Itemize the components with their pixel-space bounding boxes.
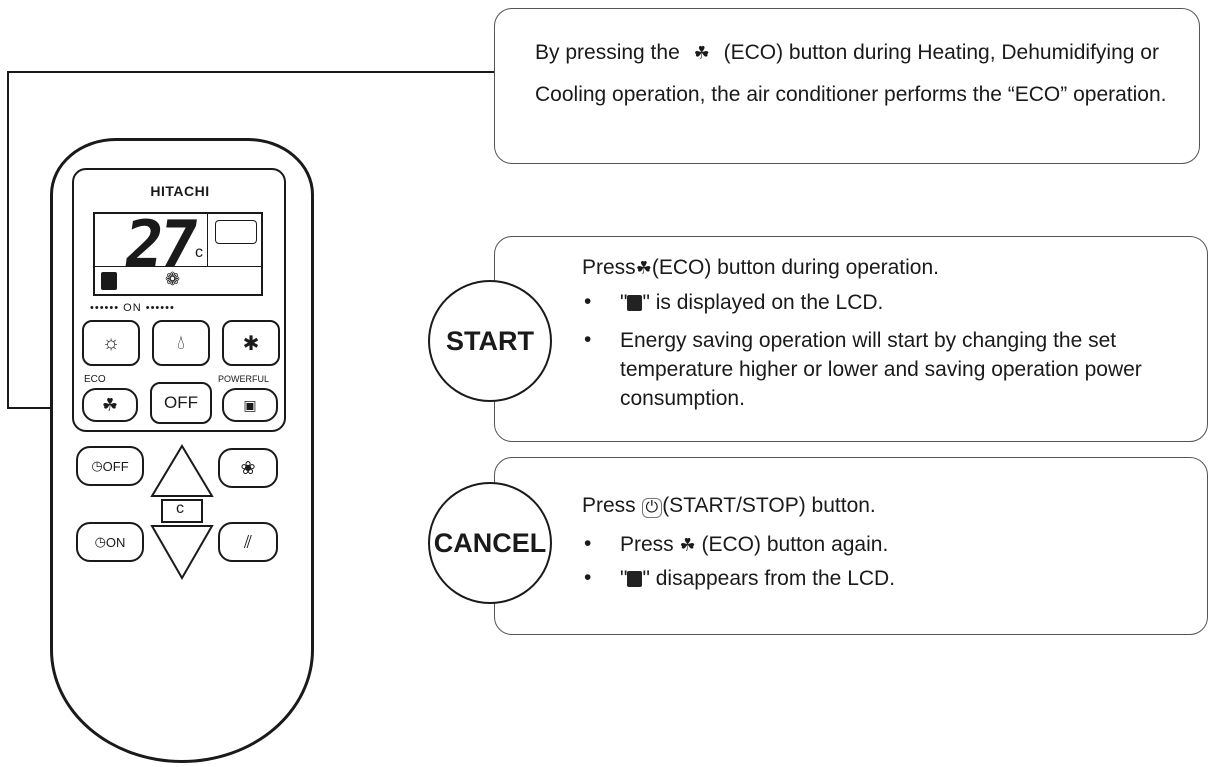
temperature-rocker[interactable] — [150, 444, 214, 580]
intro-text-before: By pressing the — [535, 41, 680, 64]
cancel-bullet-2-after: " disappears from the LCD. — [642, 567, 896, 590]
cool-button[interactable]: ✱ — [222, 320, 280, 366]
lcd-eco-icon — [101, 272, 117, 290]
powerful-button[interactable]: ▣ — [222, 388, 278, 422]
intro-text: By pressing the ☘ (ECO) button during He… — [535, 32, 1175, 115]
lcd-unit: c — [195, 244, 203, 261]
start-stop-icon: ⏻ — [641, 498, 663, 518]
on-label: •••••• ON •••••• — [90, 302, 175, 314]
intro-callout — [494, 8, 1200, 164]
cancel-heading-before: Press — [582, 494, 636, 517]
fan-icon: ❀ — [240, 457, 256, 478]
start-badge: START — [428, 280, 552, 402]
start-callout — [494, 236, 1208, 442]
timer-on-label: ON — [105, 534, 126, 550]
louver-icon: ⫽ — [243, 531, 253, 552]
fan-button[interactable]: ❀ — [218, 448, 278, 488]
intro-text-after: (ECO) button during Heating, Dehumidifyi… — [535, 41, 1167, 106]
eco-button[interactable]: ☘ — [82, 388, 138, 422]
cancel-callout — [494, 457, 1208, 635]
lcd-divider-h — [95, 266, 261, 267]
lcd-eco-icon — [627, 295, 643, 311]
bullet-dot: • — [584, 566, 592, 589]
eco-leaf-icon: ☘ — [679, 535, 696, 555]
dry-button[interactable]: 💧︎ — [152, 320, 210, 366]
eco-leaf-icon: ☘ — [635, 258, 652, 278]
start-bullet-2: Energy saving operation will start by ch… — [620, 329, 1142, 410]
bullet-dot: • — [584, 328, 592, 351]
temp-label: c — [176, 500, 184, 517]
clock-icon: ◷ — [91, 458, 103, 473]
start-bullet-1: " " is displayed on the LCD. — [620, 288, 883, 317]
cancel-heading-after: (START/STOP) button. — [662, 494, 876, 517]
drop-icon: 💧︎ — [177, 331, 185, 354]
powerful-icon: ▣ — [243, 396, 257, 413]
start-heading-after: (ECO) button during operation. — [651, 256, 939, 279]
lcd-mode-icon: ❁ — [165, 269, 181, 289]
temp-down-button[interactable] — [150, 525, 214, 580]
timer-on-button[interactable]: ◷ON — [76, 522, 144, 562]
cancel-bullet-2-before: " — [620, 567, 628, 590]
start-heading: Press☘(ECO) button during operation. — [582, 256, 939, 280]
cancel-bullet-2: " " disappears from the LCD. — [620, 564, 895, 593]
start-heading-before: Press — [582, 256, 636, 279]
brand-logo: HITACHI — [150, 183, 210, 199]
cancel-bullet-1-before: Press — [620, 533, 674, 556]
swing-button[interactable]: ⫽ — [218, 522, 278, 562]
start-bullet-1-before: " — [620, 291, 628, 314]
temp-up-button[interactable] — [150, 444, 214, 497]
off-button-label: OFF — [164, 393, 198, 412]
eco-leaf-icon: ☘ — [101, 394, 119, 415]
cancel-heading: Press ⏻(START/STOP) button. — [582, 494, 876, 518]
lcd-display: 27 c ❁ — [93, 208, 263, 296]
lcd-divider — [207, 214, 208, 266]
bullet-dot: • — [584, 290, 592, 313]
lcd-airflow-icon — [215, 220, 257, 244]
off-button[interactable]: OFF — [150, 382, 212, 424]
heat-button[interactable]: ☼ — [82, 320, 140, 366]
clock-icon: ◷ — [94, 534, 106, 549]
sun-icon: ☼ — [101, 331, 121, 354]
cancel-badge: CANCEL — [428, 482, 552, 604]
start-bullet-1-after: " is displayed on the LCD. — [642, 291, 884, 314]
lcd-eco-icon — [627, 571, 643, 587]
cancel-bullet-1: Press ☘ (ECO) button again. — [620, 530, 888, 560]
bullet-dot: • — [584, 532, 592, 555]
eco-leaf-icon: ☘ — [693, 43, 710, 63]
remote-panel — [72, 168, 286, 432]
cancel-bullet-1-after: (ECO) button again. — [701, 533, 889, 556]
eco-label: ECO — [84, 374, 106, 385]
timer-off-label: OFF — [102, 458, 129, 474]
snow-icon: ✱ — [242, 332, 260, 355]
lcd-temperature: 27 — [119, 208, 200, 282]
timer-off-button[interactable]: ◷OFF — [76, 446, 144, 486]
powerful-label: POWERFUL — [218, 374, 270, 384]
